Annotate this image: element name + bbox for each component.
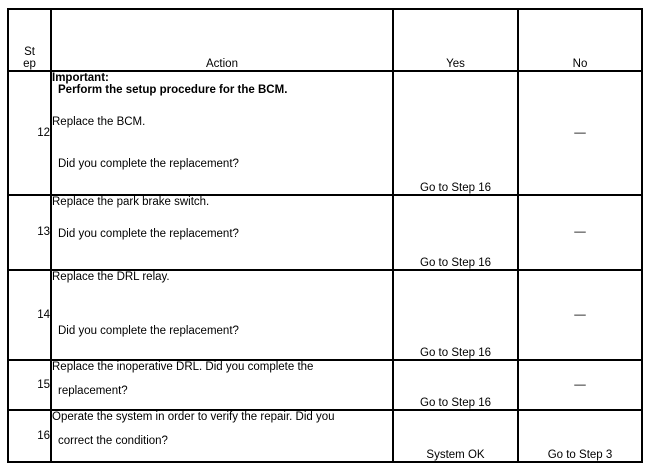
action-line: Important: (52, 72, 109, 84)
cell-no-result: — (517, 269, 643, 361)
cell-action: Replace the DRL relay. Did you complete … (50, 269, 394, 361)
action-line: correct the condition? (58, 435, 168, 448)
cell-yes-result: Go to Step 16 (392, 194, 519, 271)
table-row: 14 Replace the DRL relay. Did you comple… (7, 269, 643, 361)
action-line: Perform the setup procedure for the BCM. (58, 84, 288, 97)
column-header-yes: Yes (392, 8, 519, 72)
action-line: Did you complete the replacement? (58, 158, 239, 171)
cell-yes-result: Go to Step 16 (392, 269, 519, 361)
action-spacer (52, 128, 392, 158)
cell-no-result: Go to Step 3 (517, 409, 643, 463)
action-line: Did you complete the replacement? (58, 325, 239, 338)
action-line: Replace the DRL relay. (52, 271, 170, 283)
action-spacer (52, 208, 392, 228)
action-line: Replace the park brake switch. (52, 196, 210, 208)
table-row: 12 Important: Perform the setup procedur… (7, 70, 643, 196)
action-spacer (52, 373, 392, 385)
cell-yes-result: Go to Step 16 (392, 359, 519, 411)
action-spacer (52, 283, 392, 313)
table-row: 15 Replace the inoperative DRL. Did you … (7, 359, 643, 411)
action-line: Operate the system in order to verify th… (52, 411, 335, 423)
action-line: replacement? (58, 385, 128, 398)
cell-step-number: 14 (7, 269, 52, 361)
action-line: Replace the inoperative DRL. Did you com… (52, 361, 314, 373)
diagnostic-procedure-table: St ep Action Yes No 12 Important: Perfor… (7, 8, 643, 463)
cell-no-result: — (517, 70, 643, 196)
table-body: 12 Important: Perform the setup procedur… (7, 70, 643, 463)
cell-step-number: 15 (7, 359, 52, 411)
cell-yes-result: System OK (392, 409, 519, 463)
cell-action: Important: Perform the setup procedure f… (50, 70, 394, 196)
column-header-action: Action (50, 8, 394, 72)
action-spacer (52, 313, 392, 325)
cell-step-number: 13 (7, 194, 52, 271)
action-spacer (52, 423, 392, 435)
table-row: 16 Operate the system in order to verify… (7, 409, 643, 463)
column-header-no: No (517, 8, 643, 72)
table-row: 13 Replace the park brake switch. Did yo… (7, 194, 643, 271)
cell-action: Replace the park brake switch. Did you c… (50, 194, 394, 271)
header-row: St ep Action Yes No (7, 8, 643, 72)
cell-action: Operate the system in order to verify th… (50, 409, 394, 463)
action-line: Did you complete the replacement? (58, 228, 239, 241)
action-spacer (52, 96, 392, 116)
action-line: Replace the BCM. (52, 116, 146, 129)
cell-no-result: — (517, 194, 643, 271)
cell-step-number: 16 (7, 409, 52, 463)
cell-action: Replace the inoperative DRL. Did you com… (50, 359, 394, 411)
column-header-step: St ep (7, 8, 52, 72)
table-header: St ep Action Yes No (7, 8, 643, 72)
cell-no-result: — (517, 359, 643, 411)
cell-step-number: 12 (7, 70, 52, 196)
cell-yes-result: Go to Step 16 (392, 70, 519, 196)
